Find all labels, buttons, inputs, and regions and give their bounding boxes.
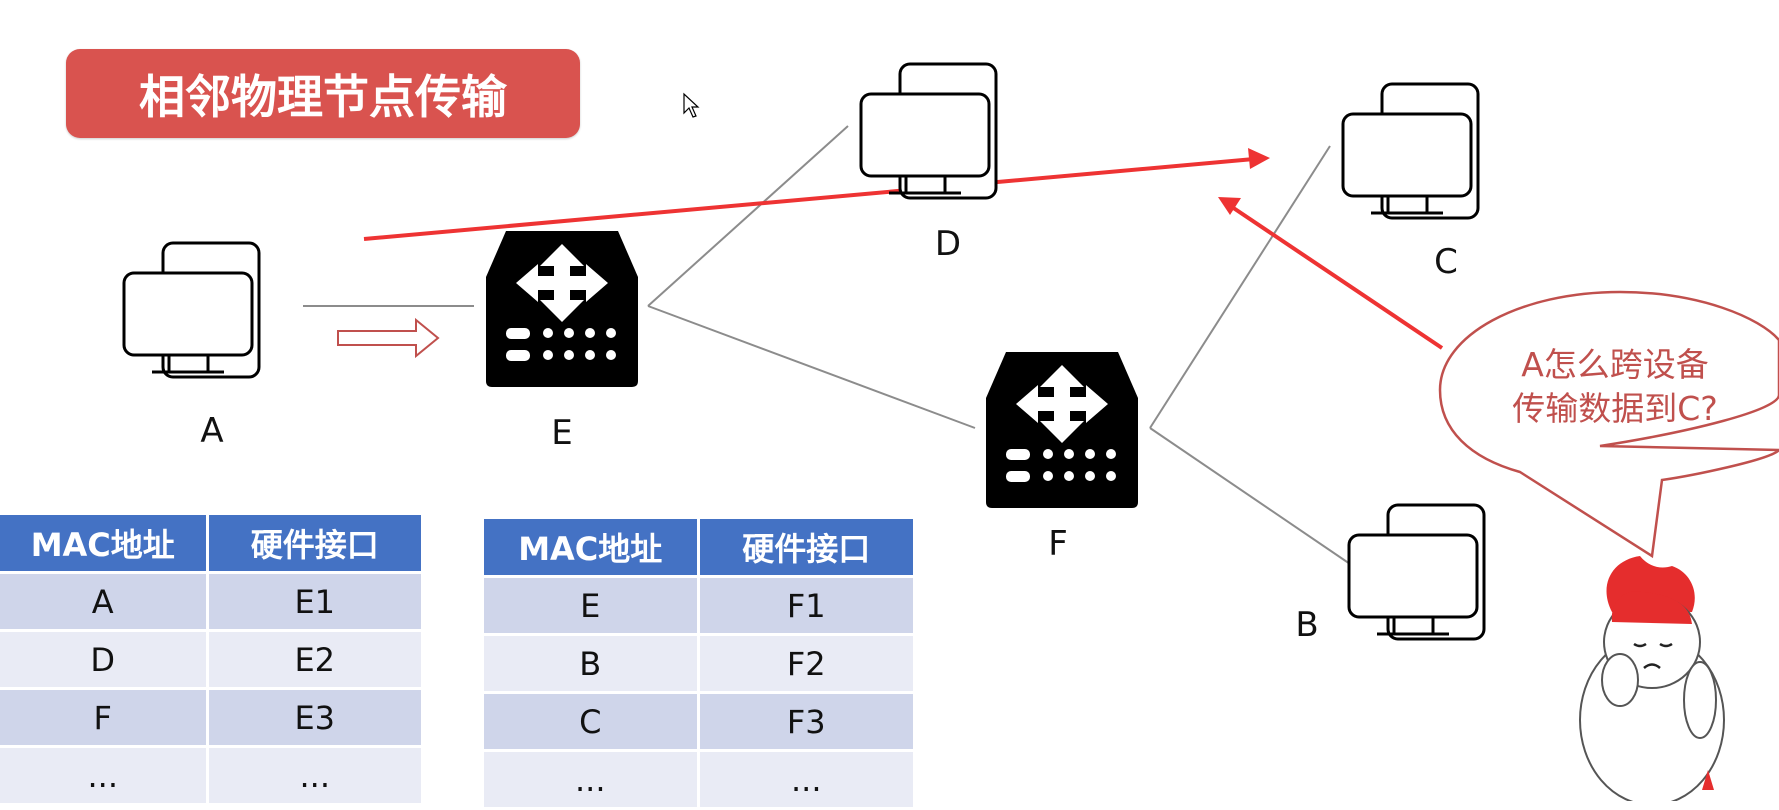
computer-b-icon	[1347, 503, 1486, 641]
header-mac-address: MAC地址	[0, 515, 209, 574]
cell-mac: ...	[484, 750, 700, 810]
table-header-row: MAC地址 硬件接口	[484, 519, 913, 578]
cell-mac: A	[0, 572, 209, 632]
cell-interface: ...	[698, 750, 913, 810]
cell-mac: C	[484, 692, 700, 752]
link-e-d	[647, 125, 849, 307]
node-label-e: E	[551, 413, 573, 453]
table-row: D E2	[0, 630, 421, 690]
cell-mac: B	[484, 634, 700, 694]
node-label-a: A	[200, 411, 224, 451]
mac-table-f: MAC地址 硬件接口 E F1 B F2 C F3 ... ...	[484, 519, 913, 810]
cell-mac: E	[484, 576, 700, 636]
red-arrow-a-to-c-head	[1248, 148, 1270, 169]
cell-mac: F	[0, 688, 209, 748]
cell-interface: E3	[207, 688, 421, 748]
speech-bubble-line-2: 传输数据到C?	[1512, 389, 1718, 428]
node-label-c: C	[1434, 242, 1458, 282]
table-row: ... ...	[0, 746, 421, 806]
table-row: F E3	[0, 688, 421, 748]
outline-arrow	[337, 317, 440, 359]
link-f-b	[1149, 427, 1354, 567]
switch-f-icon	[986, 352, 1138, 508]
header-hardware-interface: 硬件接口	[207, 515, 421, 574]
node-label-d: D	[934, 224, 962, 264]
table-row: A E1	[0, 572, 421, 632]
mascot-icon	[1579, 556, 1725, 801]
header-mac-address: MAC地址	[484, 519, 700, 578]
link-e-f	[647, 305, 976, 429]
computer-d-icon	[859, 62, 998, 200]
speech-bubble	[1438, 290, 1779, 559]
table-row: C F3	[484, 692, 913, 752]
cell-interface: F2	[698, 634, 913, 694]
mouse-cursor-icon	[683, 92, 700, 118]
table-row: ... ...	[484, 750, 913, 810]
table-row: E F1	[484, 576, 913, 636]
switch-e-icon	[486, 231, 638, 387]
cell-mac: ...	[0, 746, 209, 806]
page-title: 相邻物理节点传输	[66, 49, 580, 138]
cell-interface: E2	[207, 630, 421, 690]
table-row: B F2	[484, 634, 913, 694]
mac-table-e: MAC地址 硬件接口 A E1 D E2 F E3 ... ...	[0, 515, 421, 806]
speech-bubble-text: A怎么跨设备 传输数据到C?	[1465, 343, 1765, 431]
header-hardware-interface: 硬件接口	[698, 519, 913, 578]
red-arrow-a-to-c	[363, 157, 1255, 241]
computer-a-icon	[122, 241, 261, 379]
red-arrow-bubble-to-c	[1230, 205, 1444, 350]
cell-interface: F1	[698, 576, 913, 636]
node-label-f: F	[1048, 524, 1068, 564]
computer-c-icon	[1341, 82, 1480, 220]
cell-mac: D	[0, 630, 209, 690]
table-header-row: MAC地址 硬件接口	[0, 515, 421, 574]
cell-interface: F3	[698, 692, 913, 752]
red-arrow-bubble-to-c-head	[1218, 197, 1241, 215]
link-f-c	[1149, 145, 1331, 429]
speech-bubble-line-1: A怎么跨设备	[1521, 345, 1709, 384]
node-label-b: B	[1295, 605, 1319, 645]
cell-interface: ...	[207, 746, 421, 806]
cell-interface: E1	[207, 572, 421, 632]
